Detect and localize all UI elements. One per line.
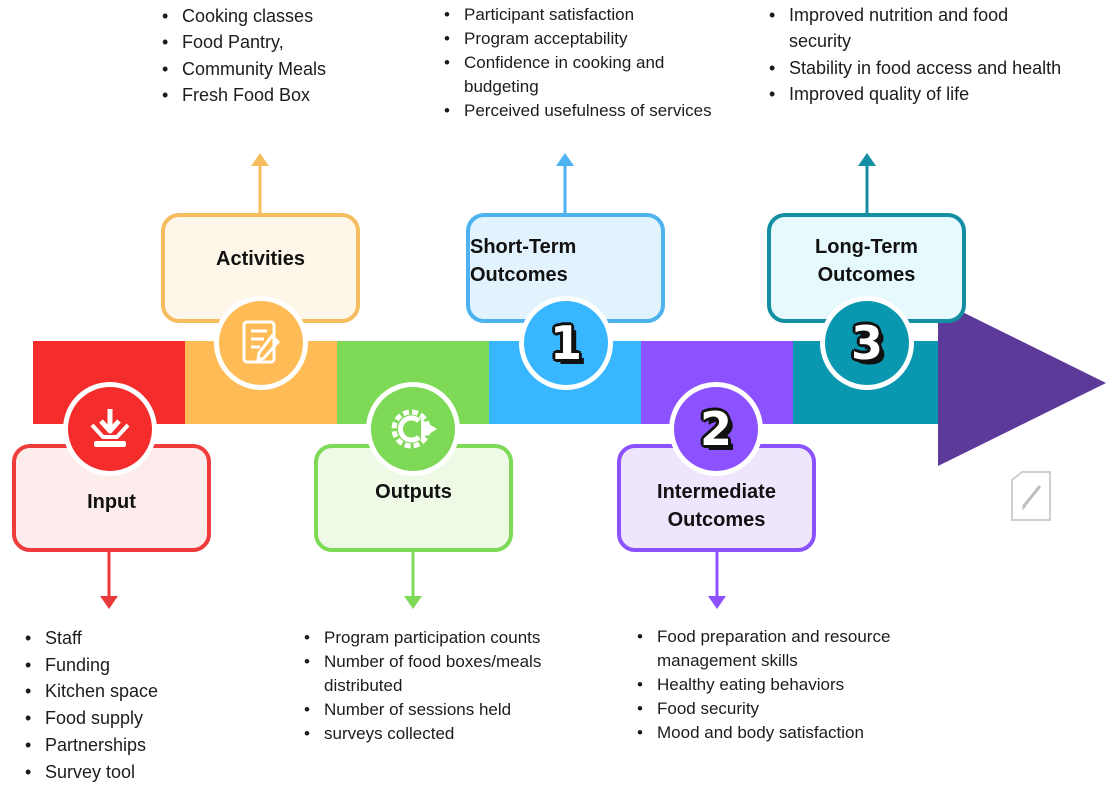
- activities-items-list: Cooking classes Food Pantry, Community M…: [160, 3, 390, 108]
- list-item: Funding: [23, 652, 223, 679]
- long-term-items-list: Improved nutrition and food security Sta…: [767, 2, 1067, 107]
- gear-arrow-icon: [391, 409, 437, 449]
- input-icon-circle: [63, 382, 157, 476]
- outputs-icon-circle: [366, 382, 460, 476]
- input-down-connector: [100, 552, 118, 609]
- input-title: Input: [87, 491, 136, 513]
- outputs-title: Outputs: [375, 481, 452, 503]
- short-term-number: 1: [549, 316, 582, 370]
- intermediate-title-line2: Outcomes: [667, 509, 766, 531]
- list-item: Healthy eating behaviors: [635, 673, 935, 697]
- list-item: Mood and body satisfaction: [635, 721, 935, 745]
- short-term-up-connector: [556, 153, 574, 214]
- short-term-number-circle: 1: [519, 296, 613, 390]
- list-item: Stability in food access and health: [767, 55, 1067, 82]
- activities-up-connector: [251, 153, 269, 214]
- intermediate-number: 2: [699, 402, 732, 456]
- list-item: Partnerships: [23, 732, 223, 759]
- activities-box: Activities: [161, 213, 360, 323]
- activities-icon-circle: [214, 296, 308, 390]
- intermediate-items-list: Food preparation and resource management…: [635, 625, 935, 745]
- checklist-pencil-icon: [242, 320, 281, 364]
- intermediate-title-line1: Intermediate: [657, 481, 776, 503]
- long-term-up-connector: [858, 153, 876, 214]
- list-item: Cooking classes: [160, 3, 390, 30]
- arrow-head: [938, 300, 1106, 466]
- list-item: Community Meals: [160, 56, 390, 83]
- intermediate-down-connector: [708, 552, 726, 609]
- long-term-box: Long-Term Outcomes: [767, 213, 966, 323]
- list-item: Improved nutrition and food security: [767, 2, 1067, 55]
- input-items-list: Staff Funding Kitchen space Food supply …: [23, 625, 223, 785]
- list-item: Perceived usefulness of services: [442, 99, 712, 123]
- long-term-title-line1: Long-Term: [815, 236, 918, 258]
- long-term-number-circle: 3: [820, 296, 914, 390]
- short-term-box: Short-Term Outcomes: [466, 213, 665, 323]
- list-item: Number of food boxes/meals distributed: [302, 650, 602, 698]
- outputs-down-connector: [404, 552, 422, 609]
- short-term-title-line2: Outcomes: [470, 264, 568, 286]
- outputs-items-list: Program participation counts Number of f…: [302, 626, 602, 746]
- list-item: Program participation counts: [302, 626, 602, 650]
- list-item: Staff: [23, 625, 223, 652]
- long-term-number: 3: [850, 316, 883, 370]
- list-item: Food supply: [23, 705, 223, 732]
- intermediate-number-circle: 2: [669, 382, 763, 476]
- list-item: Number of sessions held: [302, 698, 602, 722]
- list-item: Kitchen space: [23, 678, 223, 705]
- list-item: Fresh Food Box: [160, 82, 390, 109]
- activities-title: Activities: [216, 248, 305, 270]
- list-item: Food Pantry,: [160, 29, 390, 56]
- short-term-title-line1: Short-Term: [470, 236, 577, 258]
- list-item: Program acceptability: [442, 27, 712, 51]
- list-item: surveys collected: [302, 722, 602, 746]
- list-item: Survey tool: [23, 759, 223, 785]
- list-item: Participant satisfaction: [442, 3, 712, 27]
- edit-note-icon[interactable]: [1010, 470, 1052, 522]
- list-item: Confidence in cooking and budgeting: [442, 51, 712, 99]
- download-tray-icon: [90, 409, 130, 447]
- list-item: Food preparation and resource management…: [635, 625, 935, 673]
- list-item: Food security: [635, 697, 935, 721]
- short-term-items-list: Participant satisfaction Program accepta…: [442, 3, 712, 123]
- long-term-title-line2: Outcomes: [817, 264, 916, 286]
- list-item: Improved quality of life: [767, 81, 1067, 108]
